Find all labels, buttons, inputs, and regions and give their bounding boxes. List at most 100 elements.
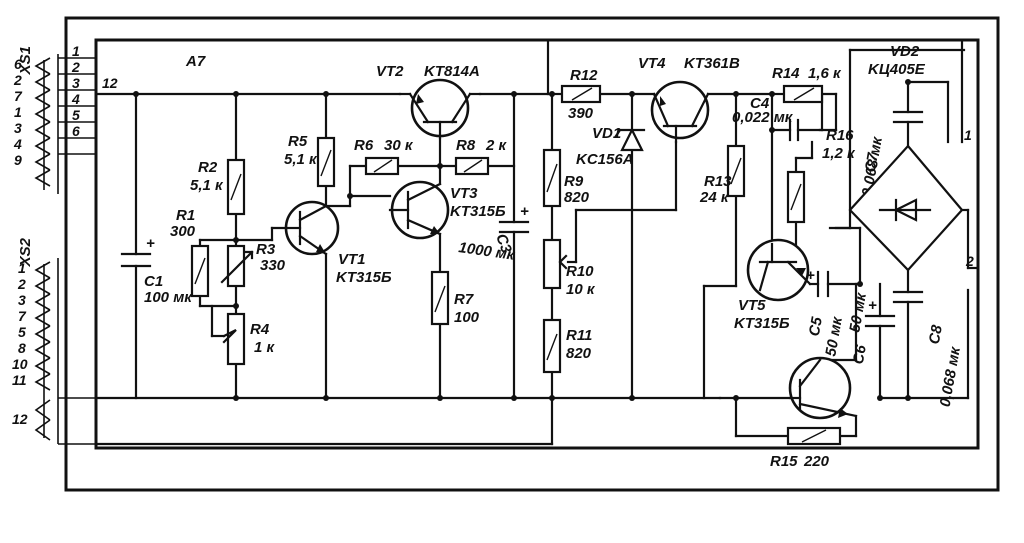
vd2-ref: VD2 — [890, 43, 920, 60]
capacitor-c4 — [788, 118, 800, 142]
r13-ref: R13 — [704, 173, 732, 190]
c1-ref: C1 — [144, 273, 163, 290]
capacitor-c7 — [892, 110, 924, 124]
resistor-r5 — [316, 136, 336, 188]
transistor-vt5 — [746, 238, 812, 302]
r9-ref: R9 — [564, 173, 584, 190]
resistor-r13 — [726, 144, 746, 198]
c7-ref: C7 — [862, 151, 882, 173]
vt5-type: KT315Б — [734, 315, 790, 332]
resistor-r2 — [226, 158, 246, 216]
r8-value: 2 к — [485, 137, 508, 154]
r3-value: 330 — [260, 257, 286, 274]
c5-value: 50 мк — [822, 314, 846, 357]
c4-ref: C4 — [750, 95, 770, 112]
board-pin-12: 12 — [102, 75, 118, 91]
vt4-type: KT361B — [684, 55, 740, 72]
xs1-pin-d: 1 — [14, 104, 22, 120]
c6-ref: C6 — [850, 343, 870, 365]
connector-xs2: XS2 1 2 3 7 5 8 10 11 12 — [12, 237, 96, 445]
resistor-r14 — [782, 84, 824, 104]
r12-value: 390 — [568, 105, 594, 122]
r14-ref: R14 — [772, 65, 800, 82]
resistor-r6 — [364, 156, 400, 176]
c1-plus: + — [146, 235, 155, 252]
c6-plus: + — [868, 297, 877, 314]
resistor-r4 — [222, 312, 246, 366]
xs2-pin-a: 1 — [18, 260, 26, 276]
xs1-pin-g: 9 — [14, 152, 22, 168]
bridge-vd2 — [848, 144, 964, 272]
vd1-ref: VD1 — [592, 125, 621, 142]
vt1-type: KT315Б — [336, 269, 392, 286]
xs2-label: XS2 — [17, 237, 34, 267]
r1-value: 300 — [170, 223, 196, 240]
resistor-r16 — [786, 170, 806, 224]
c1-value: 100 мк — [144, 289, 193, 306]
board-pin-3: 3 — [72, 75, 80, 91]
r2-ref: R2 — [198, 159, 218, 176]
capacitor-c5 — [816, 270, 830, 298]
vt2-ref: VT2 — [376, 63, 404, 80]
c4-value: 0,022 мк — [732, 109, 794, 126]
xs1-pin-c: 7 — [14, 88, 23, 104]
c5-plus: + — [806, 267, 815, 284]
transistor-vt3 — [388, 180, 450, 240]
transistor-vt2 — [408, 78, 472, 140]
r12-ref: R12 — [570, 67, 598, 84]
xs2-pin-h: 11 — [12, 372, 27, 388]
r1-ref: R1 — [176, 207, 195, 224]
c5-ref: C5 — [806, 315, 826, 337]
connector-xs1: XS1 6 2 7 1 3 4 9 — [13, 46, 96, 194]
xs2-pin-f: 8 — [18, 340, 26, 356]
capacitor-c1 — [120, 252, 152, 268]
zener-vd1 — [614, 127, 646, 152]
r3-ref: R3 — [256, 241, 276, 258]
bridge-pin-2: 2 — [965, 253, 974, 269]
c8-ref: C8 — [926, 323, 946, 345]
r11-ref: R11 — [566, 327, 592, 344]
vd1-type: KC156A — [576, 151, 634, 168]
board-pin-2: 2 — [71, 59, 80, 75]
board-frame — [94, 38, 980, 450]
c3-ref: C3 — [492, 232, 515, 256]
r11-value: 820 — [566, 345, 592, 362]
vt5-ref: VT5 — [738, 297, 766, 314]
xs1-pin-e: 3 — [14, 120, 22, 136]
resistor-r9 — [542, 148, 562, 208]
xs2-pin-c: 3 — [18, 292, 26, 308]
vt2-type: KT814A — [424, 63, 480, 80]
transistor-vt4 — [650, 80, 710, 144]
r16-value: 1,2 к — [822, 145, 856, 162]
r5-ref: R5 — [288, 133, 308, 150]
resistor-r11 — [542, 318, 562, 374]
r7-value: 100 — [454, 309, 480, 326]
capacitor-c3 — [498, 220, 530, 234]
resistor-r3 — [220, 244, 254, 288]
resistor-r10 — [542, 238, 568, 290]
vt3-type: KT315Б — [450, 203, 506, 220]
board-pin-4: 4 — [71, 91, 80, 107]
r14-value: 1,6 к — [808, 65, 842, 82]
r4-ref: R4 — [250, 321, 270, 338]
c3-plus: + — [520, 203, 529, 220]
xs2-pin-b: 2 — [17, 276, 26, 292]
board-pin-1: 1 — [72, 43, 80, 59]
xs2-pin-g: 10 — [12, 356, 28, 372]
r8-ref: R8 — [456, 137, 476, 154]
c6-value: 50 мк — [846, 290, 870, 333]
transistor-lower — [788, 356, 858, 420]
outer-frame — [64, 16, 1000, 492]
r15-value: 220 — [803, 453, 830, 470]
bridge-pin-1: 1 — [964, 127, 972, 143]
xs1-pin-f: 4 — [13, 136, 22, 152]
r15-ref: R15 — [770, 453, 798, 470]
vd2-type: KЦ405E — [868, 61, 926, 78]
r10-ref: R10 — [566, 263, 594, 280]
r9-value: 820 — [564, 189, 590, 206]
r5-value: 5,1 к — [284, 151, 318, 168]
board-pin-6: 6 — [72, 123, 80, 139]
transistor-vt1 — [284, 200, 340, 256]
capacitor-c6 — [864, 314, 896, 328]
